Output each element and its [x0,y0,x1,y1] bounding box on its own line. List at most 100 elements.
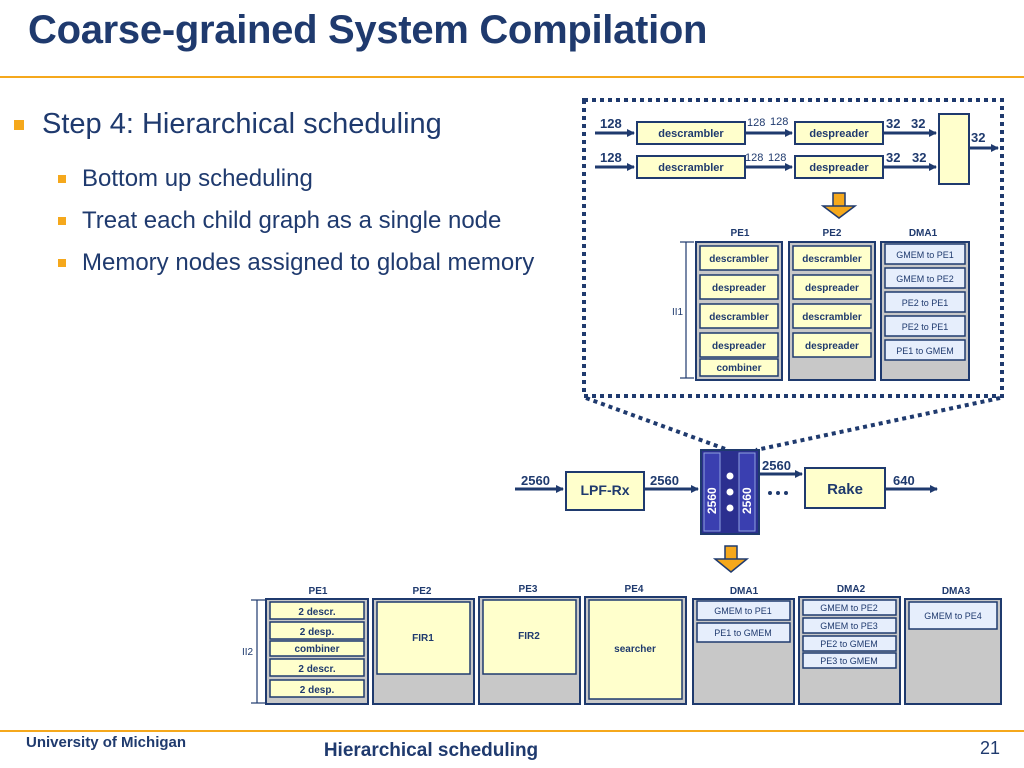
bullet-marker-icon [58,259,66,267]
task-label: PE2 to PE1 [902,298,949,308]
column-header: DMA3 [942,586,971,597]
ii-label: II2 [242,647,254,658]
column-header: PE2 [823,228,842,239]
task-label: despreader [805,341,859,352]
title-divider [0,76,1024,78]
task-label: PE2 to PE1 [902,322,949,332]
rate-label: 32 [911,116,925,131]
node-label: LPF-Rx [581,482,630,498]
task-slot [699,332,779,358]
node-label: Rake [827,481,863,498]
dot-icon [768,491,772,495]
task-label: PE1 to GMEM [896,346,954,356]
rate-label: 32 [912,150,926,165]
task-slot [269,621,365,640]
task-label: GMEM to PE1 [896,250,954,260]
footer-institution: University of Michigan [26,734,187,751]
footer-title: Hierarchical scheduling [323,740,539,761]
zoom-line-left [585,396,729,452]
task-label: GMEM to PE2 [896,274,954,284]
task-slot [696,622,791,643]
task-label: FIR1 [412,633,434,644]
node-rake [804,467,886,509]
schedule1-pe1: descrambler despreader descrambler despr… [695,241,783,381]
task-slot [699,303,779,329]
dot-icon [784,491,788,495]
task-label: GMEM to PE4 [924,611,982,621]
schedule2-dma3: GMEM to PE4 [904,598,1002,705]
node-combiner [938,113,970,185]
task-slot [269,679,365,698]
task-slot [792,274,872,300]
task-slot [699,358,779,377]
task-slot [269,640,365,657]
task-label: combiner [294,644,339,655]
node-label: despreader [809,128,869,140]
task-label: 2 desp. [300,685,335,696]
column-header: PE1 [731,228,750,239]
rate-label: 32 [886,150,900,165]
rate-label: 128 [600,150,622,165]
task-label: 2 descr. [298,607,335,618]
task-slot [802,635,897,652]
task-slot [802,617,897,634]
rate-label: 128 [747,117,765,129]
task-label: PE2 to GMEM [820,639,878,649]
column-header: DMA1 [730,586,759,597]
bullet-sub-text: Bottom up scheduling [82,165,313,192]
down-arrow-icon [832,192,846,208]
schedule1-pe2: descrambler despreader descrambler despr… [788,241,876,381]
task-label: despreader [712,341,766,352]
rate-label: 2560 [650,473,679,488]
dot-icon [726,488,734,496]
task-slot [802,652,897,669]
task-label: GMEM to PE2 [820,603,878,613]
task-slot [884,243,966,265]
node-label: descrambler [658,128,724,140]
schedule2-dma2: GMEM to PE2 GMEM to PE3 PE2 to GMEM PE3 … [798,596,901,705]
sub-channel [703,452,721,532]
rate-label: 128 [768,152,786,164]
ii-label: II1 [672,307,684,318]
task-slot [696,600,791,621]
task-label: GMEM to PE3 [820,621,878,631]
schedule2-pe3: FIR2 [478,596,581,705]
task-label: despreader [712,283,766,294]
task-slot [792,303,872,329]
dot-icon [726,504,734,512]
down-arrow-icon [712,558,750,573]
rate-label: 128 [770,116,788,128]
rate-label: 128 [745,152,763,164]
schedule1-dma1: GMEM to PE1 GMEM to PE2 PE2 to PE1 PE2 t… [880,241,970,381]
task-slot [699,274,779,300]
schedule2-pe4: searcher [584,596,687,705]
task-slot [884,267,966,289]
task-label: FIR2 [518,631,540,642]
task-slot [908,601,998,630]
down-arrow-icon [820,205,858,219]
task-label: despreader [805,283,859,294]
task-slot [884,291,966,313]
task-slot [792,245,872,271]
node-lpf-rx [565,471,645,511]
task-slot [884,315,966,337]
rate-label: 2560 [705,487,719,514]
dot-icon [776,491,780,495]
task-label: PE3 to GMEM [820,656,878,666]
task-label: descrambler [802,254,862,265]
bullet-main: Step 4: Hierarchical scheduling [14,108,594,141]
rate-label: 32 [886,116,900,131]
bullet-main-text: Step 4: Hierarchical scheduling [42,108,442,140]
node-label: descrambler [658,162,724,174]
bullet-marker-icon [14,120,24,130]
task-label: descrambler [709,312,769,323]
rate-label: 640 [893,473,915,488]
bullet-sub: Treat each child graph as a single node [14,205,594,237]
bullet-sub: Memory nodes assigned to global memory [14,247,542,279]
rate-label: 2560 [762,458,791,473]
column-header: PE2 [413,586,432,597]
task-label: 2 desp. [300,627,335,638]
zoom-line-right [755,396,1001,452]
rate-label: 2560 [521,473,550,488]
sub-channel [738,452,756,532]
